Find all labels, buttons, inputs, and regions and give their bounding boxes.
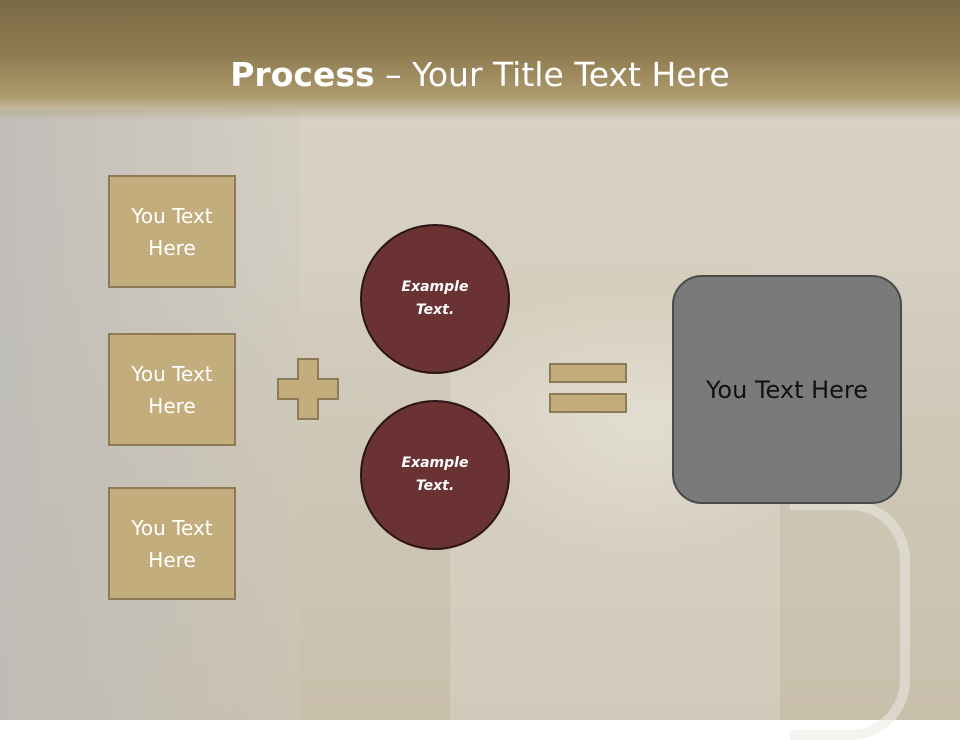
result-box: You Text Here: [672, 275, 902, 504]
result-label: You Text Here: [705, 375, 869, 404]
background-mug-handle: [790, 500, 910, 740]
equals-bar-top: [549, 363, 627, 383]
slide-title-bold: Process: [230, 55, 375, 94]
slide-title-rest: – Your Title Text Here: [374, 55, 730, 94]
text-box-3: You Text Here: [108, 487, 236, 600]
text-box-label: You Text Here: [131, 361, 213, 418]
slide-title: Process – Your Title Text Here: [0, 52, 960, 98]
plus-icon: [277, 358, 339, 420]
title-banner: [0, 0, 960, 120]
text-box-label: You Text Here: [131, 515, 213, 572]
example-circle-1: Example Text.: [360, 224, 510, 374]
text-box-label: You Text Here: [131, 203, 213, 260]
example-circle-2: Example Text.: [360, 400, 510, 550]
text-box-2: You Text Here: [108, 333, 236, 446]
circle-label: Example Text.: [401, 279, 469, 318]
circle-label: Example Text.: [401, 455, 469, 494]
equals-bar-bottom: [549, 393, 627, 413]
text-box-1: You Text Here: [108, 175, 236, 288]
